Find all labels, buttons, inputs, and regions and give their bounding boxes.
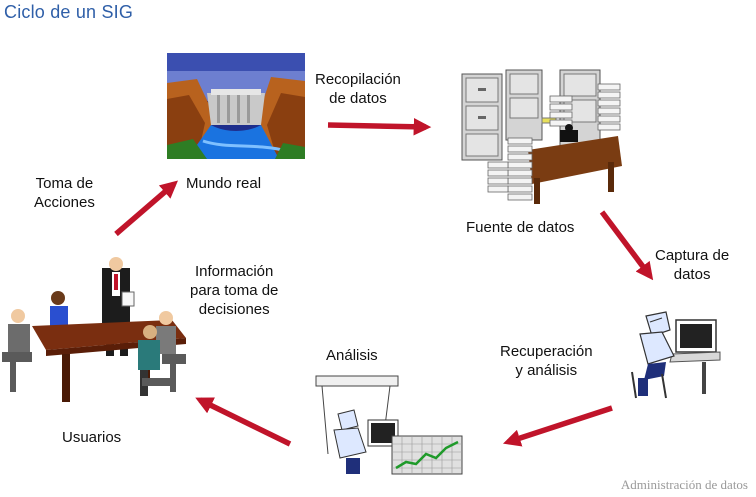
label-recuperacion: Recuperación y análisis: [500, 343, 593, 379]
meeting-illustration: [2, 257, 186, 402]
node-fuente-datos: Fuente de datos: [466, 219, 575, 236]
dam-landscape-illustration: [167, 53, 305, 159]
label-captura: Captura de datos: [655, 247, 730, 283]
arrow-recuperacion: [502, 405, 613, 447]
footer-watermark: Administración de datos: [620, 477, 748, 492]
analyst-chart-illustration: [315, 375, 463, 475]
arrow-recopilacion: [327, 117, 432, 136]
label-informacion: Información para toma de decisiones: [190, 263, 279, 318]
computer-user-illustration: [631, 311, 721, 399]
node-analisis: Análisis: [326, 347, 378, 364]
slide-title: Ciclo de un SIG: [4, 2, 134, 22]
arrow-toma: [114, 180, 178, 237]
label-toma-acciones: Toma de Acciones: [34, 175, 95, 211]
arrow-captura: [599, 210, 654, 281]
arrow-informacion: [195, 397, 292, 447]
node-usuarios: Usuarios: [62, 429, 122, 446]
label-recopilacion: Recopilación de datos: [315, 71, 401, 107]
file-cabinets-illustration: [461, 69, 622, 204]
node-mundo-real: Mundo real: [186, 175, 262, 192]
